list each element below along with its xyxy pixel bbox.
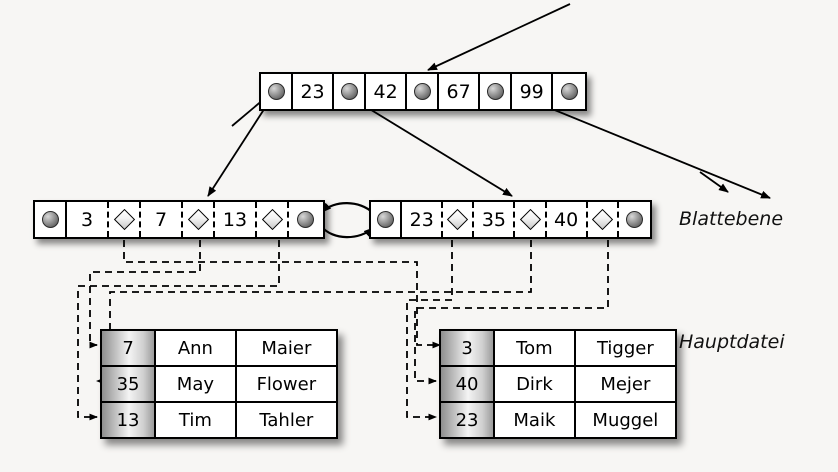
record-diamond-icon [591,208,613,231]
root-to-right-leaf-arrow [349,96,513,197]
row-lastname-cell: Flower [256,373,317,395]
key-cell[interactable]: 67 [439,74,481,109]
pointer-ball-icon [377,211,395,228]
leaf-sibling-link-forward [320,225,374,239]
record-diamond-icon [113,208,135,231]
row-key-cell: 40 [441,367,496,401]
record-pointer-cell[interactable] [443,202,475,237]
pointer-ball-icon [340,83,358,100]
pointer-cell[interactable] [261,74,294,109]
pointer-cell[interactable] [407,74,440,109]
row-firstname-cell: Ann [156,331,237,365]
pointer-ball-icon [413,83,431,100]
main-file-label: Hauptdatei [679,331,785,353]
key-cell[interactable]: 3 [67,202,109,237]
row-firstname-cell: May [156,367,237,401]
row-firstname-cell: Maik [495,403,576,437]
key-cell[interactable]: 23 [402,202,444,237]
record-diamond-icon [261,208,283,231]
row-lastname-cell: Tigger [596,337,654,359]
pointer-cell[interactable] [619,202,650,237]
root-entry-arrow [427,3,571,71]
record-pointer-cell[interactable] [183,202,215,237]
pointer-cell[interactable] [480,74,513,109]
record-pointer-cell[interactable] [257,202,289,237]
row-key-cell: 7 [102,331,157,365]
row-key-cell: 35 [102,367,157,401]
record-pointer-cell[interactable] [588,202,619,237]
pointer-cell[interactable] [371,202,403,237]
pointer-ball-icon [267,83,285,100]
record-diamond-icon [187,208,209,231]
key-cell[interactable]: 40 [547,202,588,237]
pointer-ball-icon [41,211,59,228]
row-key-cell: 3 [441,331,496,365]
key-cell[interactable]: 23 [293,74,335,109]
record-pointer-cell[interactable] [109,202,141,237]
row-lastname-cell: Tahler [259,409,314,431]
root-to-left-leaf-arrow [207,96,273,197]
row-firstname-cell: Tom [495,331,576,365]
key-cell[interactable]: 35 [474,202,516,237]
record-diamond-icon [447,208,469,231]
leaf-node-right[interactable]: 23 35 40 [369,200,652,239]
leaf-level-label-arrow [699,171,729,193]
row-key-cell: 23 [441,403,496,437]
root-node[interactable]: 23 42 67 99 [259,72,587,111]
record-pointer-cell[interactable] [515,202,547,237]
row-lastname-cell: Muggel [592,409,659,431]
pointer-ball-icon [625,211,643,228]
pointer-cell[interactable] [289,202,321,237]
leaf-sibling-link-backward [321,202,374,214]
pointer-ball-icon [486,83,504,100]
row-key-cell: 13 [102,403,157,437]
record-diamond-icon [519,208,541,231]
row-lastname-cell: Maier [261,337,312,359]
pointer-cell[interactable] [334,74,367,109]
leaf-level-label: Blattebene [679,208,784,230]
row-firstname-cell: Dirk [495,367,576,401]
row-lastname-cell: Mejer [600,373,651,395]
key-cell[interactable]: 42 [366,74,408,109]
pointer-ball-icon [296,211,314,228]
key-cell[interactable]: 13 [215,202,257,237]
pointer-ball-icon [560,83,578,100]
key-cell[interactable]: 99 [512,74,554,109]
key-cell[interactable]: 7 [141,202,183,237]
pointer-cell[interactable] [553,74,585,109]
pointer-cell[interactable] [35,202,67,237]
row-firstname-cell: Tim [156,403,237,437]
